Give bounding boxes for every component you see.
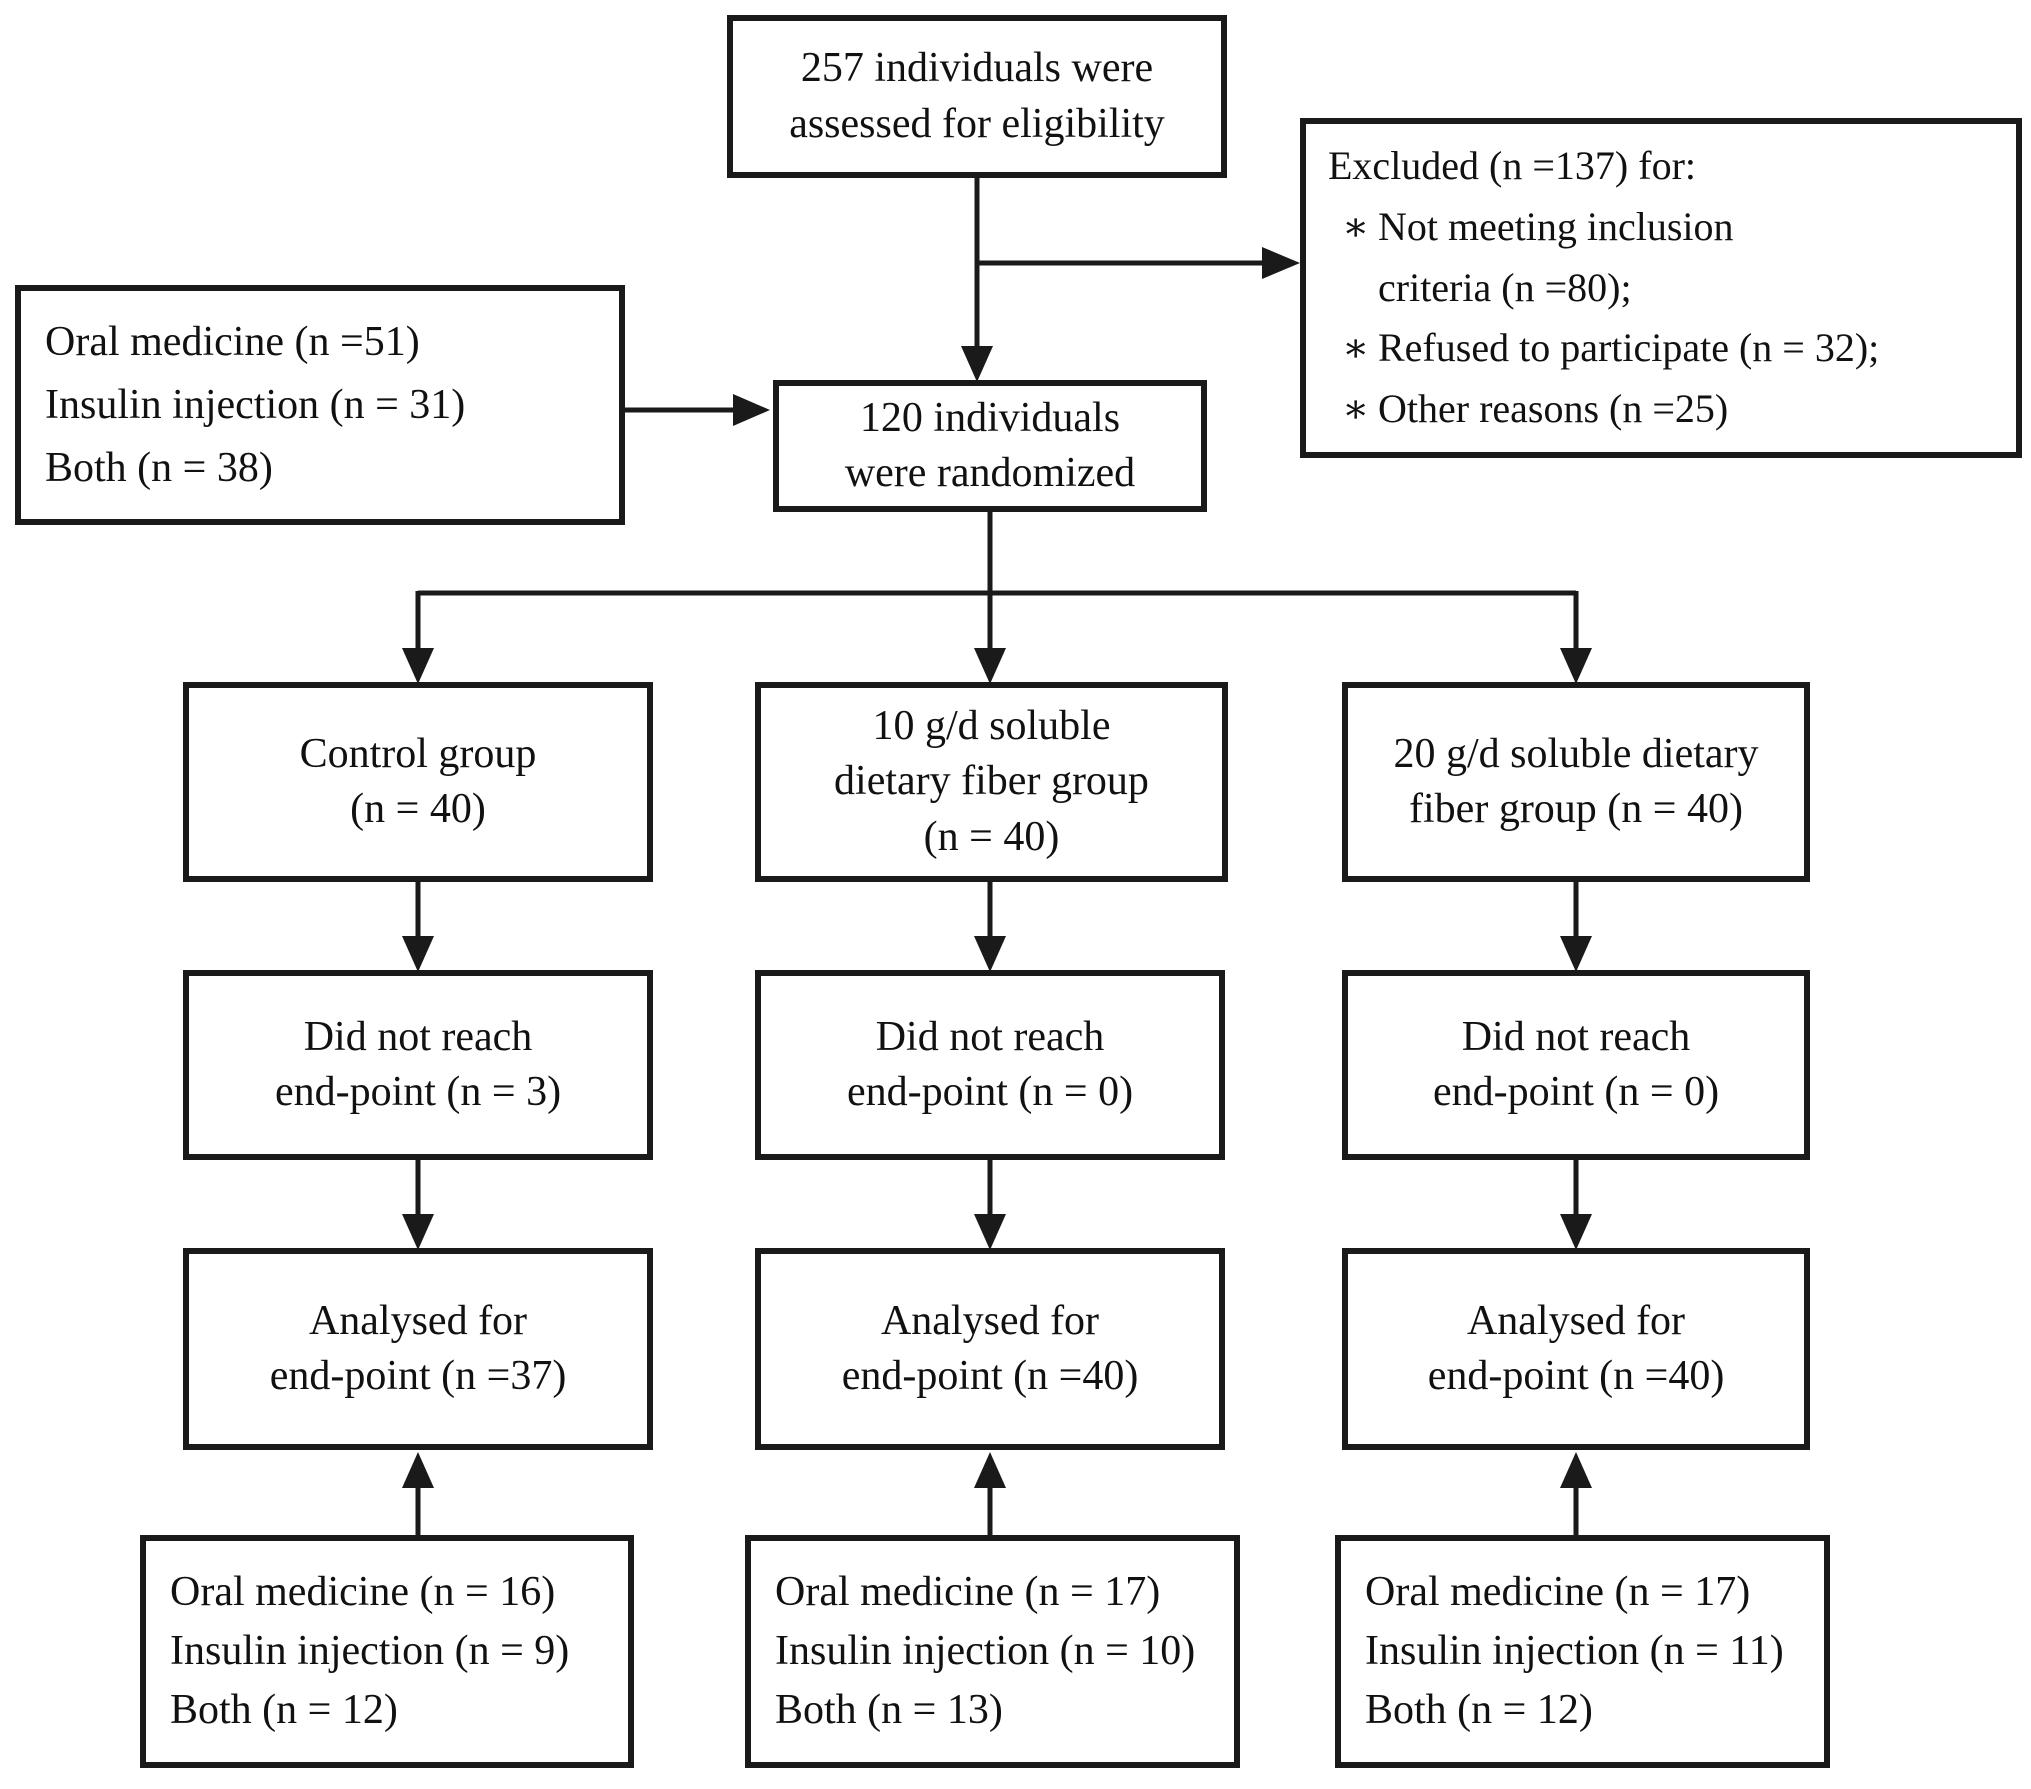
text-line: end-point (n = 0) [1432, 1069, 1720, 1115]
box-treatment-fiber10: Oral medicine (n = 17) Insulin injection… [745, 1535, 1240, 1768]
arrowhead-down-icon [974, 648, 1006, 684]
box-excluded: Excluded (n =137) for: ∗ Not meeting inc… [1300, 118, 2022, 458]
text-line: 257 individuals were [800, 45, 1154, 92]
text-line: Oral medicine (n = 17) [1365, 1569, 1751, 1616]
box-treatment-fiber20: Oral medicine (n = 17) Insulin injection… [1335, 1535, 1830, 1768]
text-line: Oral medicine (n =51) [45, 318, 420, 365]
box-analysed-fiber20: Analysed for end-point (n =40) [1342, 1248, 1810, 1450]
text-line: end-point (n =40) [841, 1353, 1139, 1399]
text-line: Analysed for [1466, 1297, 1686, 1344]
box-notreach-fiber10: Did not reach end-point (n = 0) [755, 970, 1225, 1160]
asterisk-bullet: ∗ [1342, 386, 1370, 432]
text-line: Insulin injection (n = 10) [775, 1628, 1196, 1675]
text-line: Not meeting inclusion [1378, 203, 1734, 249]
arrowhead-right-icon [1262, 247, 1300, 279]
text-line: 10 g/d soluble [872, 702, 1111, 749]
text-line: assessed for eligibility [789, 100, 1165, 147]
asterisk-bullet: ∗ [1342, 203, 1370, 249]
arrowhead-right-icon [733, 394, 770, 426]
box-allocation-fiber20: 20 g/d soluble dietary fiber group (n = … [1342, 682, 1810, 882]
text-line: Other reasons (n =25) [1378, 386, 1729, 432]
text-line: Both (n = 38) [45, 444, 273, 491]
text-line: criteria (n =80); [1378, 264, 1632, 310]
arrowhead-up-icon [974, 1452, 1006, 1488]
text-line: (n = 40) [350, 786, 486, 832]
arrowhead-down-icon [974, 1214, 1006, 1250]
text-line: Did not reach [303, 1013, 533, 1060]
text-line: Both (n = 12) [170, 1686, 398, 1733]
arrowhead-down-icon [402, 648, 434, 684]
text-line: end-point (n =40) [1427, 1353, 1725, 1399]
excluded-item: ∗ Refused to participate (n = 32); [1328, 318, 1879, 379]
box-notreach-control: Did not reach end-point (n = 3) [183, 970, 653, 1160]
text-line: Analysed for [880, 1297, 1100, 1344]
box-randomized: 120 individuals were randomized [773, 380, 1207, 512]
excluded-title: Excluded (n =137) for: [1328, 143, 1697, 188]
text-line: end-point (n = 0) [846, 1069, 1134, 1115]
text-line: 120 individuals [859, 394, 1121, 441]
arrowhead-up-icon [402, 1452, 434, 1488]
text-line: dietary fiber group [834, 758, 1149, 805]
text-line: Did not reach [875, 1013, 1105, 1060]
text-line: Analysed for [308, 1297, 528, 1344]
asterisk-bullet: ∗ [1342, 325, 1370, 371]
text-line: Oral medicine (n = 16) [170, 1569, 556, 1616]
box-notreach-fiber20: Did not reach end-point (n = 0) [1342, 970, 1810, 1160]
arrowhead-down-icon [1560, 936, 1592, 972]
arrowhead-down-icon [974, 936, 1006, 972]
text-line: Both (n = 12) [1365, 1686, 1593, 1733]
text-line: end-point (n = 3) [274, 1069, 562, 1115]
text-line: Both (n = 13) [775, 1686, 1003, 1733]
text-line: Insulin injection (n = 9) [170, 1628, 570, 1675]
text-line: Insulin injection (n = 31) [45, 381, 466, 428]
excluded-item: ∗ Not meeting inclusion criteria (n =80)… [1328, 197, 1734, 319]
box-pre-randomization-treatment: Oral medicine (n =51) Insulin injection … [15, 285, 625, 525]
text-line: Refused to participate (n = 32); [1378, 325, 1880, 371]
box-allocation-control: Control group (n = 40) [183, 682, 653, 882]
text-line: fiber group (n = 40) [1409, 786, 1743, 832]
box-analysed-fiber10: Analysed for end-point (n =40) [755, 1248, 1225, 1450]
excluded-item: ∗ Other reasons (n =25) [1328, 379, 1728, 440]
text-line: (n = 40) [923, 813, 1060, 860]
box-treatment-control: Oral medicine (n = 16) Insulin injection… [140, 1535, 634, 1768]
arrowhead-down-icon [961, 346, 993, 382]
arrowhead-down-icon [402, 1214, 434, 1250]
text-line: 20 g/d soluble dietary [1393, 730, 1759, 777]
text-line: were randomized [844, 450, 1136, 496]
box-eligibility: 257 individuals were assessed for eligib… [727, 15, 1227, 178]
arrowhead-down-icon [402, 936, 434, 972]
arrowhead-up-icon [1560, 1452, 1592, 1488]
arrowhead-down-icon [1560, 648, 1592, 684]
text-line: end-point (n =37) [269, 1353, 567, 1399]
arrowhead-down-icon [1560, 1214, 1592, 1250]
box-analysed-control: Analysed for end-point (n =37) [183, 1248, 653, 1450]
text-line: Oral medicine (n = 17) [775, 1569, 1161, 1616]
text-line: Insulin injection (n = 11) [1365, 1628, 1784, 1675]
box-allocation-fiber10: 10 g/d soluble dietary fiber group (n = … [755, 682, 1228, 882]
text-line: Control group [299, 730, 537, 777]
text-line: Did not reach [1461, 1013, 1691, 1060]
